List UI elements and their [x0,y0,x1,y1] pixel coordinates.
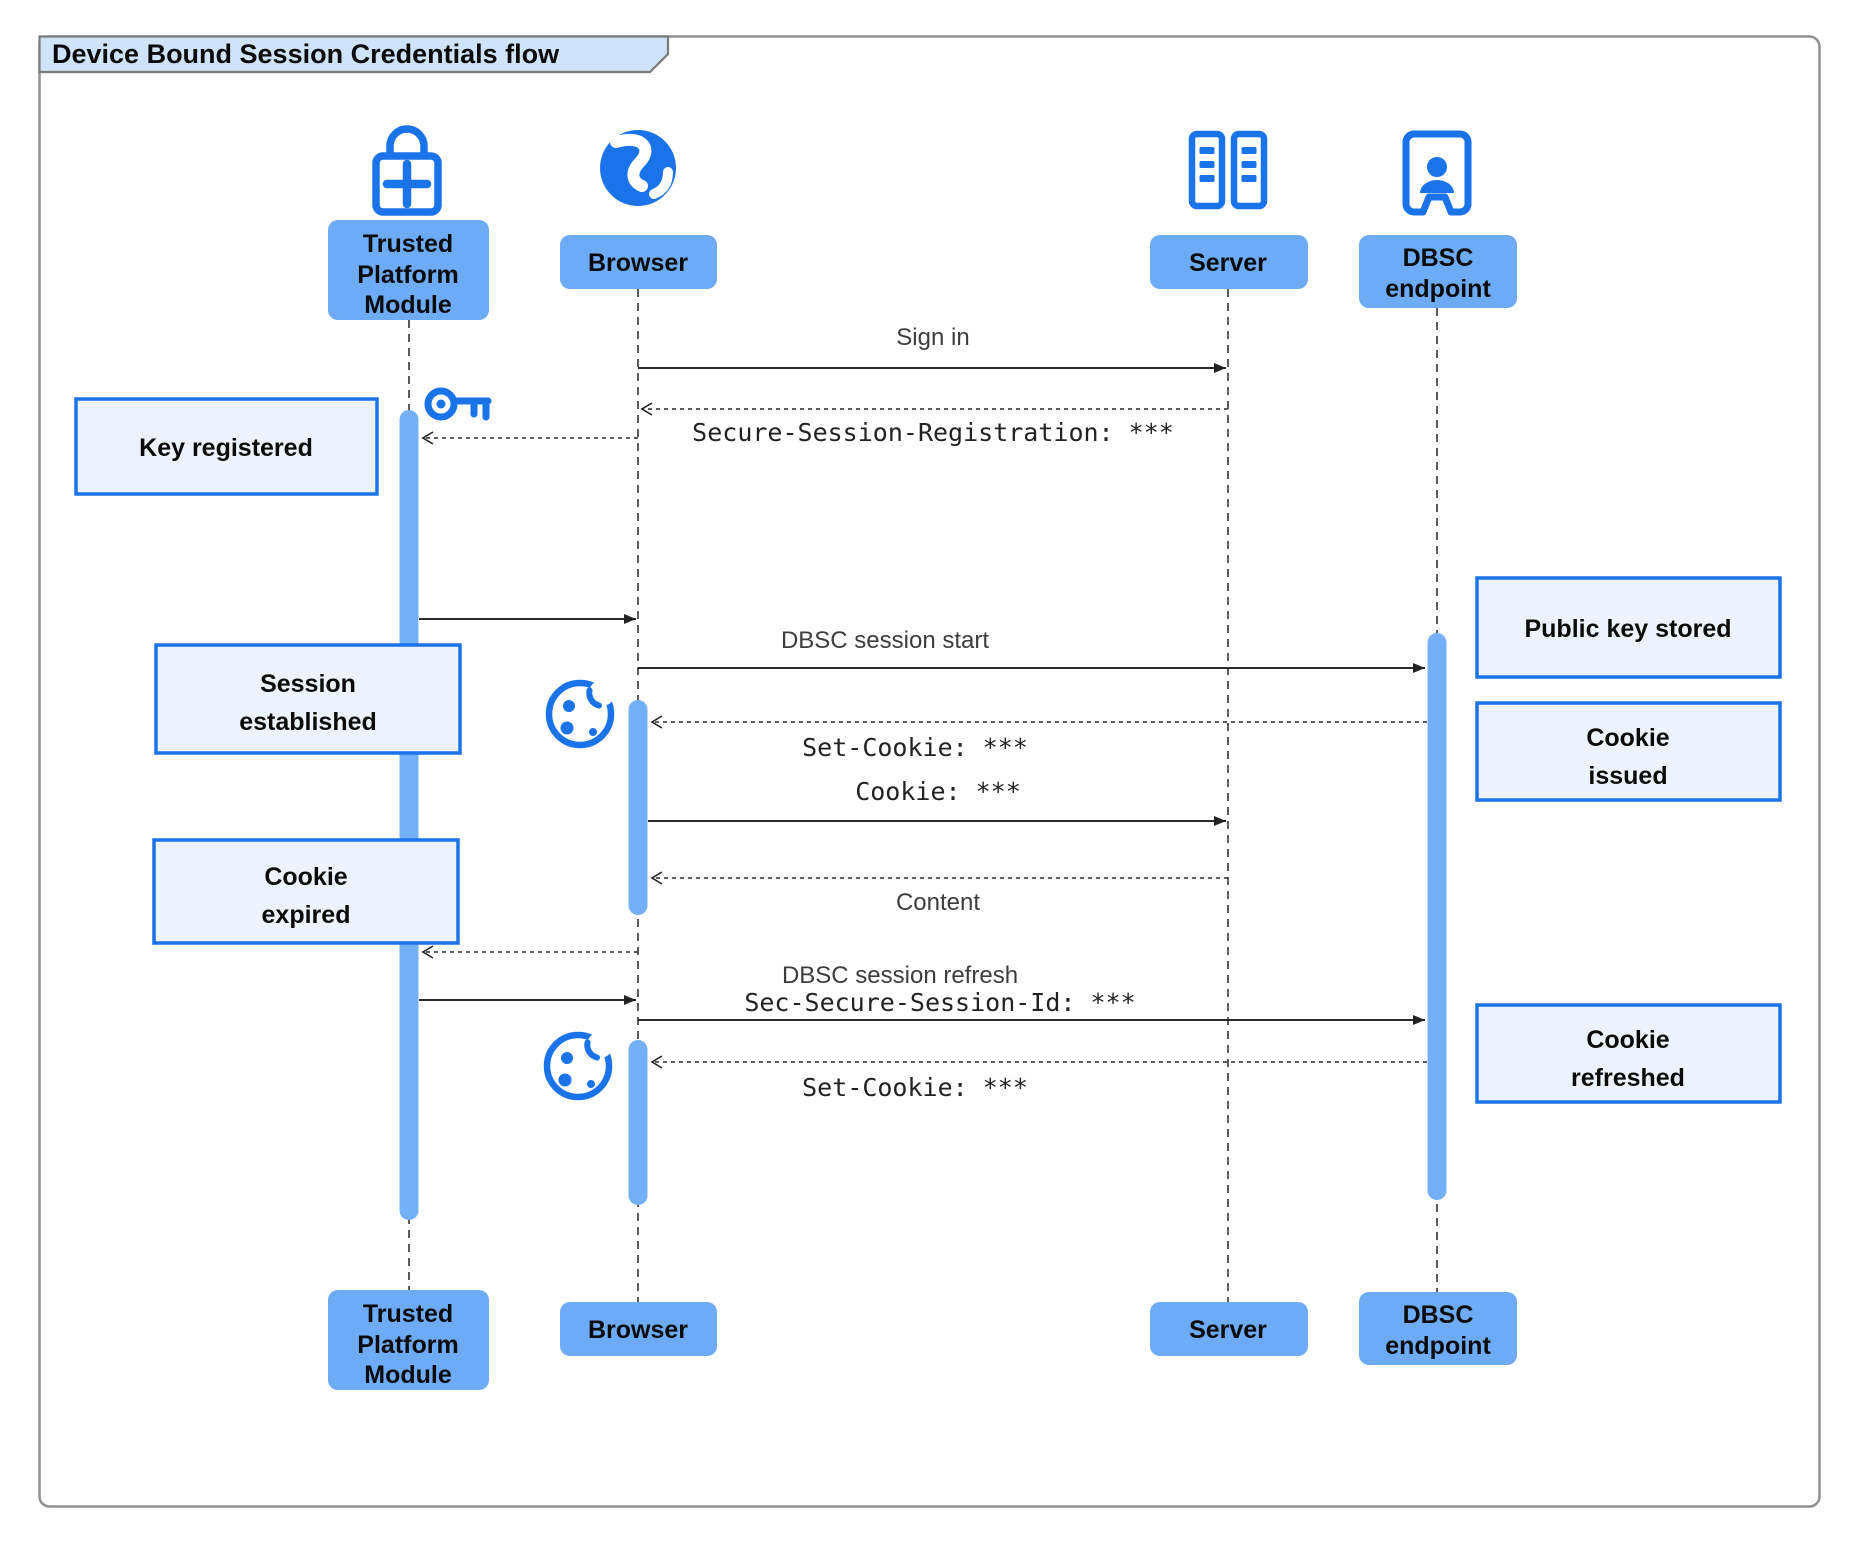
actor-dbsc-top: DBSC endpoint [1359,130,1517,308]
svg-text:Browser: Browser [588,1316,688,1344]
svg-text:expired: expired [262,901,351,929]
server-rack-icon [1188,130,1268,210]
svg-text:Trusted: Trusted [363,230,453,258]
message-label: Set-Cookie: *** [802,1073,1028,1102]
message-content: Content [650,871,1228,916]
note-cookie-issued: Cookie issued [1475,701,1782,802]
note-cookie-expired: Cookie expired [152,838,460,945]
actor-dbsc-bottom: DBSC endpoint [1359,1292,1517,1365]
diagram-frame [38,35,1821,1508]
svg-text:Session: Session [260,670,356,698]
svg-text:established: established [239,708,377,736]
svg-text:Platform: Platform [357,1331,458,1359]
cookie-icon [547,1032,613,1097]
diagram-title: Device Bound Session Credentials flow [52,39,560,69]
message-label: DBSC session refresh [782,962,1018,989]
actor-server-bottom: Server [1150,1302,1308,1356]
message-label: Sign in [896,324,969,351]
svg-text:Server: Server [1189,249,1267,277]
actor-tpm-bottom: Trusted Platform Module [328,1290,489,1390]
note-key-registered: Key registered [74,397,379,496]
svg-text:Browser: Browser [588,249,688,277]
message-label-2: Sec-Secure-Session-Id: *** [744,988,1135,1017]
actor-browser-top: Browser [560,130,717,289]
svg-text:Module: Module [364,1361,452,1389]
message-secure-session-registration: Secure-Session-Registration: *** [640,402,1228,447]
message-sign-in: Sign in [638,324,1226,373]
cookie-icon [549,680,615,745]
svg-text:issued: issued [1588,762,1667,790]
activation-bar-tpm [399,410,419,1220]
svg-text:DBSC: DBSC [1403,1301,1474,1329]
message-set-cookie-2: Set-Cookie: *** [650,1055,1427,1102]
message-label: Secure-Session-Registration: *** [692,418,1174,447]
message-label: Set-Cookie: *** [802,733,1028,762]
svg-text:endpoint: endpoint [1385,275,1491,303]
actor-server-top: Server [1150,130,1308,289]
actor-browser-bottom: Browser [560,1302,717,1356]
svg-text:DBSC: DBSC [1403,244,1474,272]
svg-text:Public key stored: Public key stored [1524,615,1731,643]
note-session-established: Session established [154,643,462,755]
key-icon [424,387,492,421]
svg-text:Cookie: Cookie [264,863,347,891]
svg-text:Cookie: Cookie [1586,1026,1669,1054]
message-set-cookie-1: Set-Cookie: *** [650,715,1427,762]
note-public-key-stored: Public key stored [1475,576,1782,679]
svg-text:Cookie: Cookie [1586,724,1669,752]
activation-bar-browser-1 [628,700,648,915]
globe-icon [600,130,676,206]
svg-text:refreshed: refreshed [1571,1064,1685,1092]
message-label: DBSC session start [781,627,989,654]
lock-plus-icon [372,125,442,216]
svg-text:Trusted: Trusted [363,1300,453,1328]
title-tab [38,35,670,74]
svg-text:Module: Module [364,291,452,319]
message-dbsc-session-refresh: DBSC session refresh Sec-Secure-Session-… [638,962,1425,1025]
actor-tpm-top: Trusted Platform Module [328,125,489,320]
svg-text:Platform: Platform [357,261,458,289]
svg-text:Server: Server [1189,1316,1267,1344]
message-cookie: Cookie: *** [648,777,1226,826]
activation-bar-dbsc [1427,633,1447,1200]
note-cookie-refreshed: Cookie refreshed [1475,1003,1782,1104]
message-dbsc-session-start: DBSC session start [638,627,1425,673]
message-label: Content [896,889,980,916]
activation-bar-browser-2 [628,1040,648,1205]
svg-text:endpoint: endpoint [1385,1332,1491,1360]
message-label: Cookie: *** [855,777,1021,806]
svg-text:Key registered: Key registered [139,434,313,462]
person-badge-icon [1402,130,1472,216]
